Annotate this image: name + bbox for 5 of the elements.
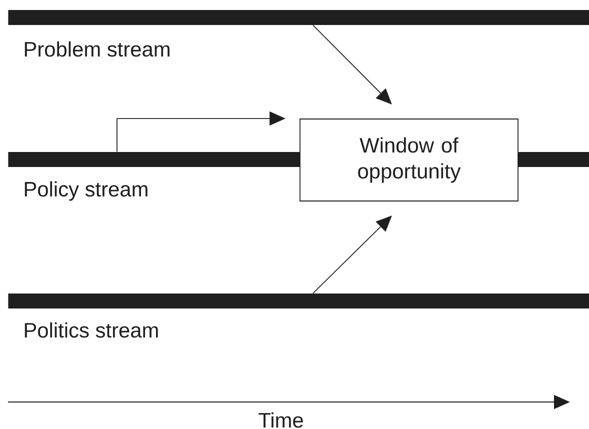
stream-label: Problem stream <box>24 41 170 57</box>
stream-label: Policy stream <box>24 181 148 201</box>
stream-label: Politics stream <box>24 322 158 338</box>
axis-label: Time <box>258 412 303 428</box>
window-box: Window of opportunity <box>300 118 518 202</box>
